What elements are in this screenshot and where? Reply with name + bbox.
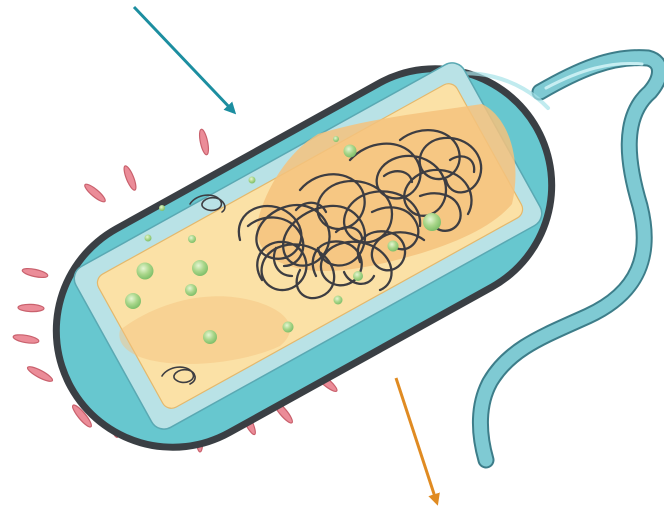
pilus — [22, 267, 49, 279]
ribosome — [137, 263, 154, 280]
ribosome — [188, 235, 196, 243]
ribosome — [333, 136, 339, 142]
pilus — [122, 165, 138, 192]
pilus — [26, 364, 54, 384]
pilus — [198, 129, 210, 156]
ribosome — [192, 260, 208, 276]
ribosome — [125, 293, 141, 309]
pilus — [18, 304, 44, 312]
ribosome — [423, 213, 441, 231]
ribosome — [283, 322, 294, 333]
ribosome — [185, 284, 197, 296]
outward-arrow — [396, 378, 436, 500]
pilus — [83, 182, 108, 204]
ribosome — [159, 205, 165, 211]
ribosome — [145, 235, 152, 242]
inward-arrow — [134, 7, 232, 110]
ribosome — [203, 330, 217, 344]
pilus — [13, 333, 40, 345]
ribosome — [344, 145, 357, 158]
ribosome — [334, 296, 343, 305]
ribosome — [249, 177, 256, 184]
ribosome — [353, 271, 363, 281]
ribosome — [388, 241, 399, 252]
